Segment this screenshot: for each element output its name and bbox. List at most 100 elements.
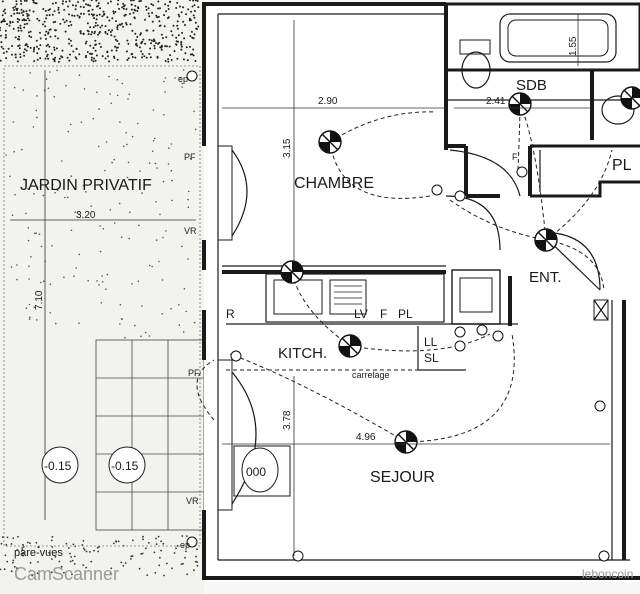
hedge-dot [180, 11, 183, 14]
hedge-dot [25, 19, 27, 22]
hedge-dot [176, 27, 179, 30]
hedge-dot [194, 0, 197, 2]
hedge-dot [92, 14, 94, 17]
lawn-dot [140, 335, 142, 338]
dim-garden-depth: 7.10 [34, 290, 45, 310]
hedge-dot [43, 20, 46, 23]
hedge-dot [108, 60, 110, 63]
lawn-dot [111, 161, 113, 164]
lawn-dot [101, 275, 103, 277]
hedge-dot [167, 58, 170, 61]
lawn-dot [170, 307, 172, 310]
light-points [186, 70, 640, 562]
hedge-dot [167, 16, 170, 19]
fixture-vr-top: VR [184, 226, 197, 236]
hedge-dot [166, 562, 168, 565]
hedge-dot [132, 11, 135, 14]
hedge-dot [65, 19, 68, 22]
lawn-dot [78, 253, 81, 256]
hedge-dot [125, 8, 128, 11]
hedge-dot [38, 19, 41, 22]
lawn-dot [170, 143, 173, 145]
hedge-dot [19, 0, 22, 2]
hedge-dot [76, 14, 79, 17]
lawn-dot [78, 74, 81, 76]
hedge-dot [96, 14, 98, 17]
hedge-dot [14, 53, 17, 56]
hedge-dot [1, 0, 4, 3]
hedge-dot [163, 574, 165, 577]
hedge-dot [19, 53, 22, 56]
hedge-dot [90, 56, 93, 59]
lawn-dot [98, 108, 100, 110]
lawn-dot [35, 109, 38, 112]
hedge-dot [12, 6, 15, 9]
hedge-dot [142, 538, 145, 541]
hedge-dot [153, 551, 156, 554]
hedge-dot [189, 45, 191, 48]
hedge-dot [44, 34, 47, 37]
hedge-dot [189, 53, 192, 56]
room-label-bathroom: SDB [516, 77, 547, 94]
lawn-dot [42, 280, 45, 283]
lawn-dot [96, 91, 98, 94]
lawn-dot [110, 102, 112, 105]
lawn-dot [155, 239, 158, 241]
hedge-dot [33, 48, 35, 51]
hedge-dot [164, 60, 167, 62]
hedge-dot [101, 55, 104, 58]
lawn-dot [124, 336, 126, 339]
hedge-dot [68, 42, 71, 45]
hedge-dot [150, 39, 153, 42]
hedge-dot [29, 46, 32, 49]
hedge-dot [81, 544, 84, 546]
hedge-dot [82, 6, 85, 9]
hedge-dot [176, 20, 179, 23]
lawn-dot [27, 227, 30, 229]
hedge-dot [104, 25, 107, 28]
lawn-dot [54, 191, 56, 194]
lawn-dot [80, 121, 83, 123]
hedge-dot [176, 1, 179, 4]
hedge-dot [192, 54, 195, 57]
lawn-dot [13, 86, 16, 89]
hedge-dot [99, 7, 102, 10]
lawn-dot [28, 265, 30, 268]
hedge-dot [10, 543, 13, 545]
hedge-dot [0, 45, 3, 48]
hedge-dot [50, 539, 53, 542]
hedge-dot [110, 34, 113, 37]
hedge-dot [113, 57, 116, 59]
hedge-dot [165, 10, 167, 13]
level-marker-left [41, 446, 79, 484]
hedge-dot [166, 45, 168, 48]
hedge-dot [142, 535, 144, 538]
hedge-dot [139, 33, 142, 36]
hedge-dot [18, 18, 21, 21]
hedge-dot [109, 31, 112, 33]
hedge-dot [23, 18, 25, 21]
hedge-dot [129, 23, 132, 26]
hedge-dot [50, 52, 53, 55]
hedge-dot [93, 17, 95, 20]
socket-symbol [186, 70, 198, 82]
lawn-dot [116, 78, 119, 81]
dim-bedroom-depth: 3.15 [282, 138, 293, 158]
lawn-dot [64, 196, 66, 199]
hedge-dot [89, 44, 92, 47]
hedge-dot [188, 17, 191, 20]
level-right: -0.15 [111, 459, 139, 473]
hedge-dot [177, 34, 180, 37]
hedge-dot [46, 53, 49, 56]
hedge-dot [14, 5, 17, 8]
lawn-dot [120, 317, 123, 320]
lawn-dot [128, 93, 131, 95]
lawn-dot [70, 229, 73, 232]
hedge-dot [116, 3, 119, 6]
dim-living-depth: 3.78 [282, 410, 293, 430]
hedge-dot [141, 56, 143, 59]
hedge-dot [193, 16, 196, 19]
socket-symbol [598, 550, 610, 562]
hedge-dot [62, 18, 65, 21]
